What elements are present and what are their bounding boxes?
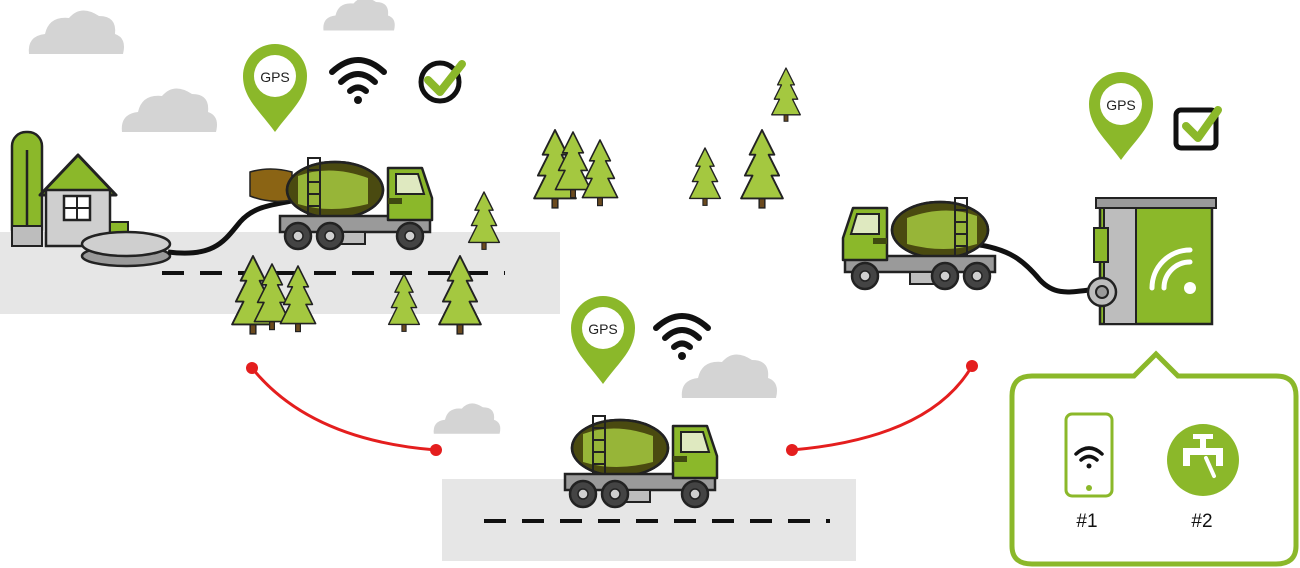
option-2-label: #2 bbox=[1191, 511, 1212, 532]
option-1-label: #1 bbox=[1076, 511, 1097, 532]
tanker-truck-left bbox=[249, 156, 434, 251]
house-icon bbox=[10, 130, 129, 248]
hose-left bbox=[167, 197, 297, 256]
tree-icon bbox=[771, 67, 801, 122]
smartphone-wifi-icon bbox=[1064, 412, 1114, 498]
check-circle-icon bbox=[418, 60, 466, 104]
tree-icon bbox=[581, 139, 619, 207]
wifi-icon bbox=[332, 60, 384, 104]
cloud-icon bbox=[433, 403, 501, 434]
hose-right bbox=[971, 241, 1091, 295]
connector-left bbox=[246, 362, 442, 456]
tree-icon bbox=[688, 147, 722, 207]
tree-icon bbox=[740, 129, 784, 209]
connector-right bbox=[786, 360, 978, 456]
septic-tank-icon bbox=[80, 230, 172, 268]
checkbox-icon bbox=[1173, 106, 1222, 151]
tree-icon bbox=[467, 191, 501, 251]
tanker-truck-right bbox=[841, 196, 997, 291]
tanker-truck-bottom bbox=[563, 414, 719, 509]
gps-marker-bottom: GPS bbox=[571, 296, 635, 384]
water-tap-icon bbox=[1167, 424, 1239, 496]
gps-label: GPS bbox=[588, 321, 618, 337]
gps-label: GPS bbox=[260, 69, 290, 85]
gps-marker-right: GPS bbox=[1089, 72, 1153, 160]
gps-label: GPS bbox=[1106, 97, 1136, 113]
cloud-icon bbox=[681, 354, 777, 398]
gps-marker-left: GPS bbox=[243, 44, 307, 132]
options-callout: #1 #2 bbox=[1009, 350, 1299, 567]
cloud-icon bbox=[28, 10, 124, 54]
cloud-icon bbox=[323, 0, 395, 31]
wifi-icon bbox=[656, 316, 708, 360]
cloud-icon bbox=[121, 88, 217, 132]
dump-station-icon bbox=[1086, 197, 1217, 326]
